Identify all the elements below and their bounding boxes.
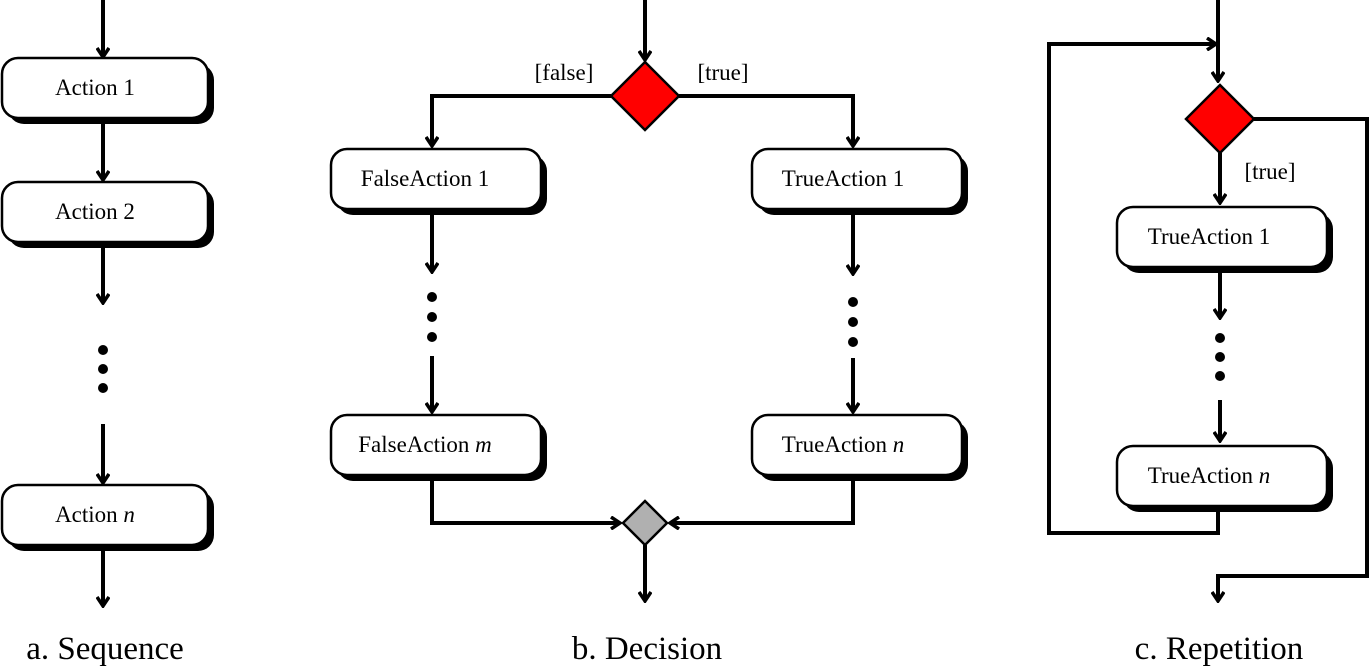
sequence-caption: a. Sequence — [26, 631, 184, 667]
action-box: FalseAction m — [329, 413, 547, 481]
true-guard-label: [true] — [697, 60, 748, 85]
true-guard-label: [true] — [1244, 159, 1295, 184]
decision-diagram: [false] [true] FalseAction 1 FalseAction… — [329, 0, 968, 667]
false-guard-label: [false] — [535, 60, 594, 85]
decision-caption: b. Decision — [572, 631, 722, 667]
action-box: TrueAction n — [750, 413, 968, 481]
action-label: Action 2 — [55, 199, 135, 224]
action-label: TrueAction 1 — [1148, 224, 1270, 249]
action-label: Action n — [55, 502, 135, 527]
action-label: FalseAction 1 — [361, 166, 489, 191]
loop-back-arrow — [1047, 44, 1220, 535]
loop-decision-diamond — [1184, 83, 1256, 155]
merge-arrow-right — [670, 481, 855, 523]
true-branch-arrow — [679, 94, 853, 146]
false-branch-arrow — [432, 94, 611, 146]
action-label: FalseAction m — [358, 432, 492, 457]
action-box: TrueAction 1 — [1115, 205, 1333, 273]
action-box: Action n — [0, 483, 214, 551]
repetition-caption: c. Repetition — [1135, 631, 1304, 667]
decision-node-diamond — [609, 60, 681, 132]
action-label: TrueAction 1 — [782, 166, 904, 191]
ellipsis-dots — [427, 292, 437, 342]
ellipsis-dots — [1215, 333, 1225, 381]
action-box: Action 1 — [0, 56, 214, 124]
action-box: TrueAction n — [1115, 444, 1333, 512]
action-box: Action 2 — [0, 180, 214, 248]
action-label: Action 1 — [55, 75, 135, 100]
merge-node-diamond — [621, 499, 669, 547]
repetition-diagram: [true] TrueAction 1 TrueAction n c. Repe… — [1047, 0, 1369, 667]
action-label: TrueAction n — [1148, 463, 1270, 488]
action-label: TrueAction n — [782, 432, 904, 457]
loop-exit-arrow — [1218, 117, 1369, 601]
ellipsis-dots — [848, 297, 858, 347]
sequence-diagram: Action 1 Action 2 Action n a. Sequence — [0, 0, 214, 667]
merge-arrow-left — [430, 481, 620, 523]
action-box: FalseAction 1 — [329, 147, 547, 215]
action-box: TrueAction 1 — [750, 147, 968, 215]
ellipsis-dots — [98, 345, 108, 393]
